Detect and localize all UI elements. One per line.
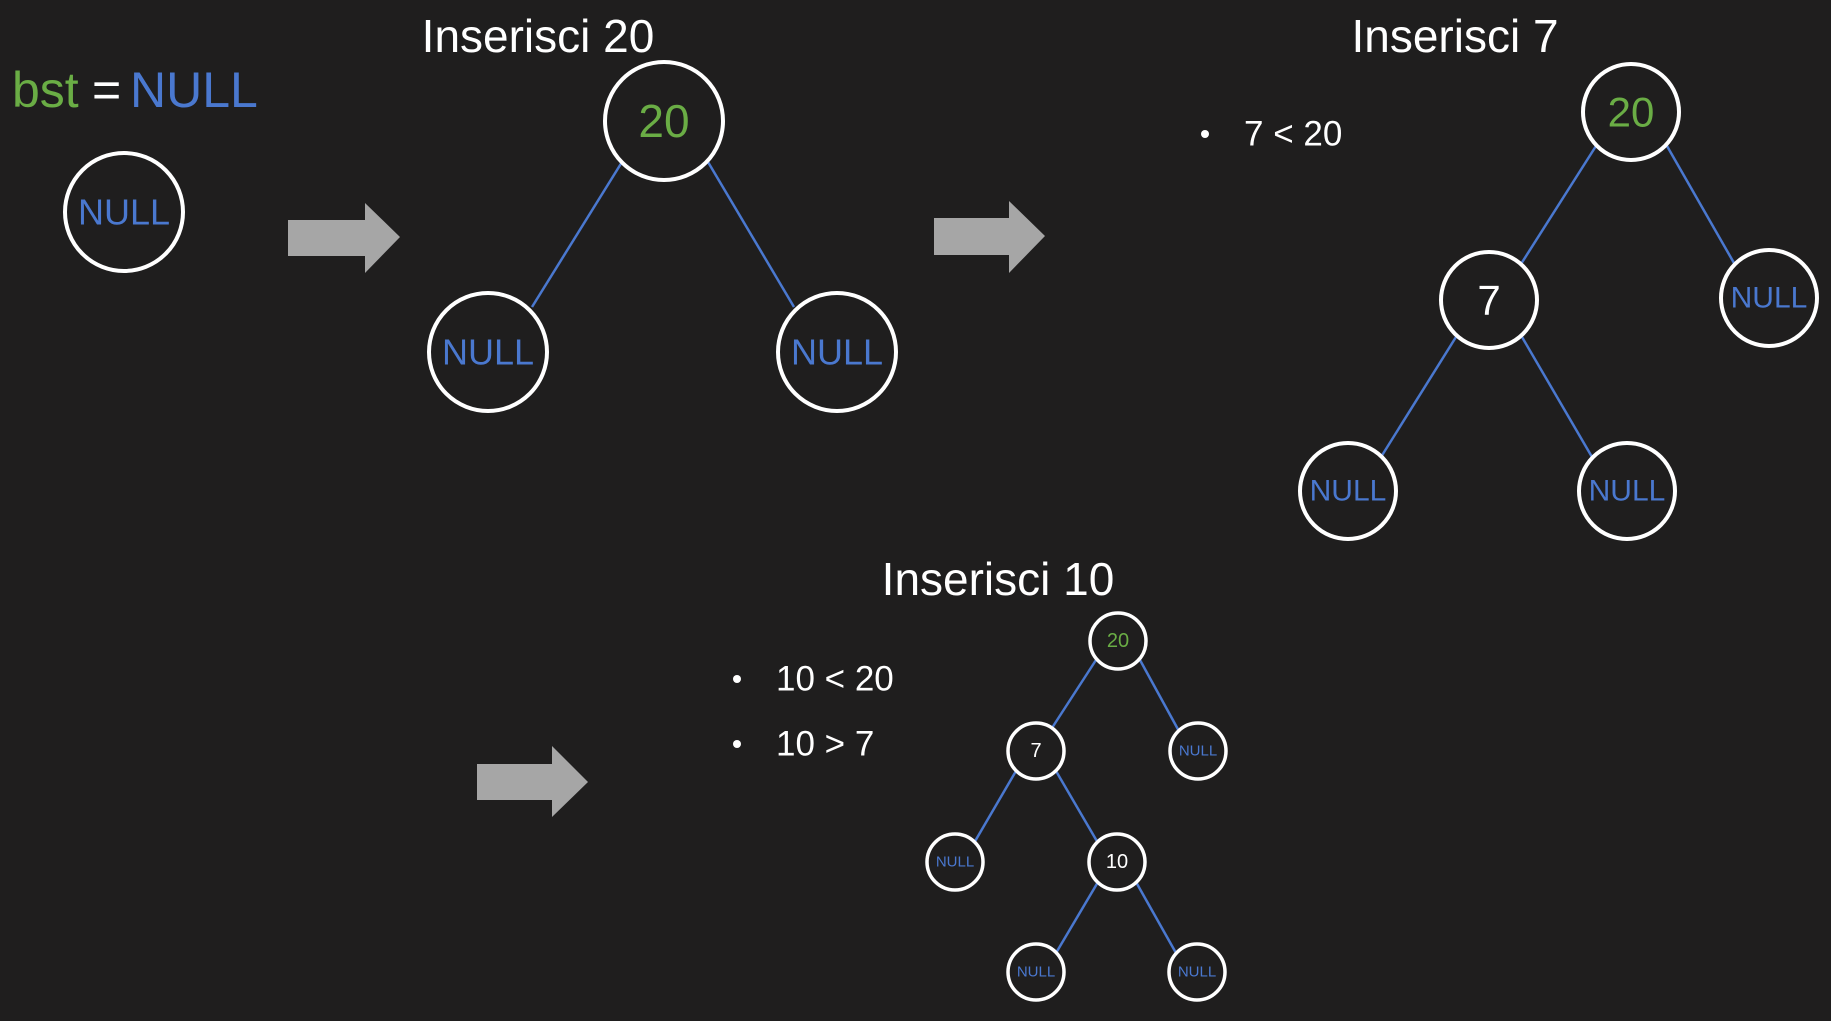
condition-text: 7 < 20 [1244, 115, 1342, 154]
tree-node-label: NULL [442, 332, 534, 373]
step-insert-7: Inserisci 7 7 < 20 20 7 NULL NULL NULL [1201, 10, 1819, 541]
tree-node-label: NULL [1589, 475, 1666, 508]
step-1-title: Inserisci 20 [422, 10, 655, 62]
tree-edge [1048, 659, 1098, 732]
tree-node-label: NULL [1179, 743, 1217, 760]
tree-node-label: 7 [1477, 277, 1500, 324]
tree-edge [530, 161, 624, 308]
condition-text: 10 < 20 [776, 660, 894, 699]
tree-node-value [1006, 721, 1066, 781]
step-2-title: Inserisci 7 [1351, 10, 1558, 62]
condition-bullet [1201, 130, 1209, 138]
tree-node-null [776, 291, 898, 413]
intro-var-name: bst [12, 62, 79, 118]
intro-null-node-label: NULL [78, 192, 170, 233]
tree-edge [1054, 770, 1100, 844]
tree-node-null [1577, 441, 1677, 541]
tree-node-root [1088, 611, 1148, 671]
arrow-step-1 [288, 203, 400, 273]
tree-node-label: NULL [1731, 282, 1808, 315]
tree-node-null [427, 291, 549, 413]
intro-group: bst = NULL NULL [12, 62, 258, 273]
tree-node-root [603, 60, 725, 182]
condition-bullet [733, 675, 741, 683]
tree-node-null [1167, 942, 1227, 1002]
tree-node-value [1439, 250, 1539, 350]
tree-edge [1379, 336, 1458, 458]
tree-edge [1665, 145, 1740, 271]
arrow-step-2 [934, 201, 1045, 273]
tree-node-null [1006, 942, 1066, 1002]
tree-node-label: NULL [1310, 475, 1387, 508]
tree-node-label: 20 [638, 95, 689, 147]
intro-null-value: NULL [130, 62, 258, 118]
tree-node-label: NULL [1017, 964, 1055, 981]
tree-node-label: NULL [791, 332, 883, 373]
tree-node-label: 10 [1106, 851, 1128, 873]
tree-node-null [1168, 721, 1228, 781]
tree-node-null [925, 832, 985, 892]
tree-node-root [1581, 62, 1681, 162]
tree-node-value [1087, 832, 1147, 892]
tree-edge [1520, 336, 1594, 458]
tree-edge [1138, 659, 1182, 734]
step-3-title: Inserisci 10 [882, 553, 1115, 605]
tree-edge [1519, 145, 1598, 265]
arrow-step-3 [477, 746, 588, 817]
intro-null-node [63, 151, 185, 273]
tree-node-label: NULL [1178, 964, 1216, 981]
step-insert-20: Inserisci 20 20 NULL NULL [422, 10, 898, 413]
tree-node-label: NULL [936, 854, 974, 871]
arrows [288, 201, 1045, 817]
tree-node-label: 7 [1030, 740, 1041, 762]
condition-text: 10 > 7 [776, 725, 874, 764]
tree-node-label: 20 [1107, 630, 1129, 652]
tree-node-label: 20 [1608, 89, 1655, 136]
tree-node-null [1719, 248, 1819, 348]
intro-equals: = [92, 62, 121, 118]
tree-edge [972, 770, 1018, 844]
tree-edge [1134, 881, 1178, 954]
tree-edge [706, 161, 796, 308]
tree-node-null [1298, 441, 1398, 541]
condition-bullet [733, 740, 741, 748]
tree-edge [1054, 881, 1100, 954]
step-insert-10: Inserisci 10 10 < 20 10 > 7 20 7 NULL NU… [733, 553, 1228, 1002]
